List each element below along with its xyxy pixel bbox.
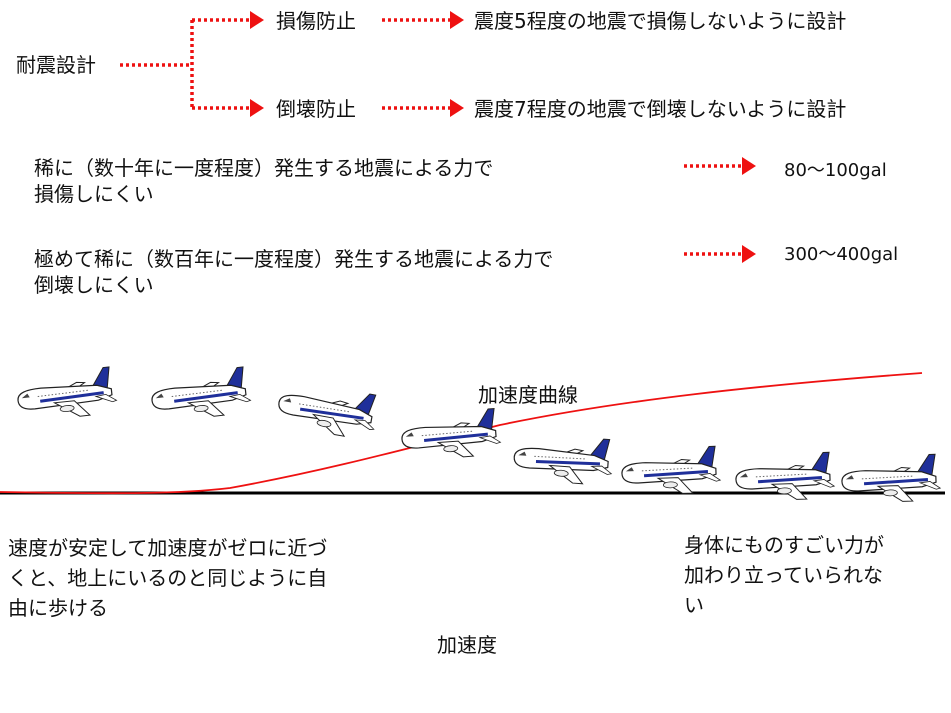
axis-label: 加速度 <box>437 633 497 657</box>
tree-branch-bottom-label: 倒壊防止 <box>276 97 356 121</box>
tree-bottom-desc-arrowhead <box>450 99 464 117</box>
criterion-2-line1: 極めて稀に（数百年に一度程度）発生する地震による力で <box>34 247 554 271</box>
criterion-1-arrowhead <box>742 157 756 175</box>
airplane-icon-6 <box>621 445 722 494</box>
airplane-icon-4 <box>401 408 502 458</box>
criterion-1-line2: 損傷しにくい <box>34 182 154 206</box>
left-note-line3: 由に歩ける <box>8 596 108 620</box>
criterion-2-text: 極めて稀に（数百年に一度程度）発生する地震による力で 倒壊しにくい <box>34 246 553 298</box>
criterion-1-line1: 稀に（数十年に一度程度）発生する地震による力で <box>34 156 494 180</box>
tree-top-desc-arrowhead <box>450 11 464 29</box>
tree-branch-bottom-desc: 震度7程度の地震で倒壊しないように設計 <box>474 97 847 121</box>
left-note-line1: 速度が安定して加速度がゼロに近づ <box>8 536 328 560</box>
dotted-arrows <box>120 11 756 263</box>
airplane-icon-3 <box>278 393 377 437</box>
criterion-2-value: 300～400gal <box>784 244 899 265</box>
airplane-icon-5 <box>513 438 613 485</box>
criterion-2-arrowhead <box>742 245 756 263</box>
airplane-icon-2 <box>151 366 252 417</box>
curve-label: 加速度曲線 <box>478 383 578 407</box>
criterion-1-value: 80～100gal <box>784 160 887 181</box>
right-note-line2: 加わり立っていられな <box>684 563 883 587</box>
left-note-line2: くと、地上にいるのと同じように自 <box>8 566 328 590</box>
criterion-1-text: 稀に（数十年に一度程度）発生する地震による力で 損傷しにくい <box>34 155 493 207</box>
tree-root-label: 耐震設計 <box>16 53 96 77</box>
airplane-icon-8 <box>841 453 942 502</box>
tree-top-arrowhead <box>250 11 264 29</box>
tree-branch-top-label: 損傷防止 <box>276 9 356 33</box>
tree-branch-top-desc: 震度5程度の地震で損傷しないように設計 <box>474 9 847 33</box>
right-note-line3: い <box>684 593 704 617</box>
tree-bottom-arrowhead <box>250 99 264 117</box>
airplane-icon-1 <box>17 366 118 417</box>
right-note: 身体にものすごい力が 加わり立っていられな い <box>684 530 884 620</box>
airplane-sequence <box>17 366 942 502</box>
left-note: 速度が安定して加速度がゼロに近づ くと、地上にいるのと同じように自 由に歩ける <box>8 533 327 623</box>
airplane-icon-7 <box>735 451 836 500</box>
criterion-2-line2: 倒壊しにくい <box>34 273 154 297</box>
right-note-line1: 身体にものすごい力が <box>684 533 884 557</box>
